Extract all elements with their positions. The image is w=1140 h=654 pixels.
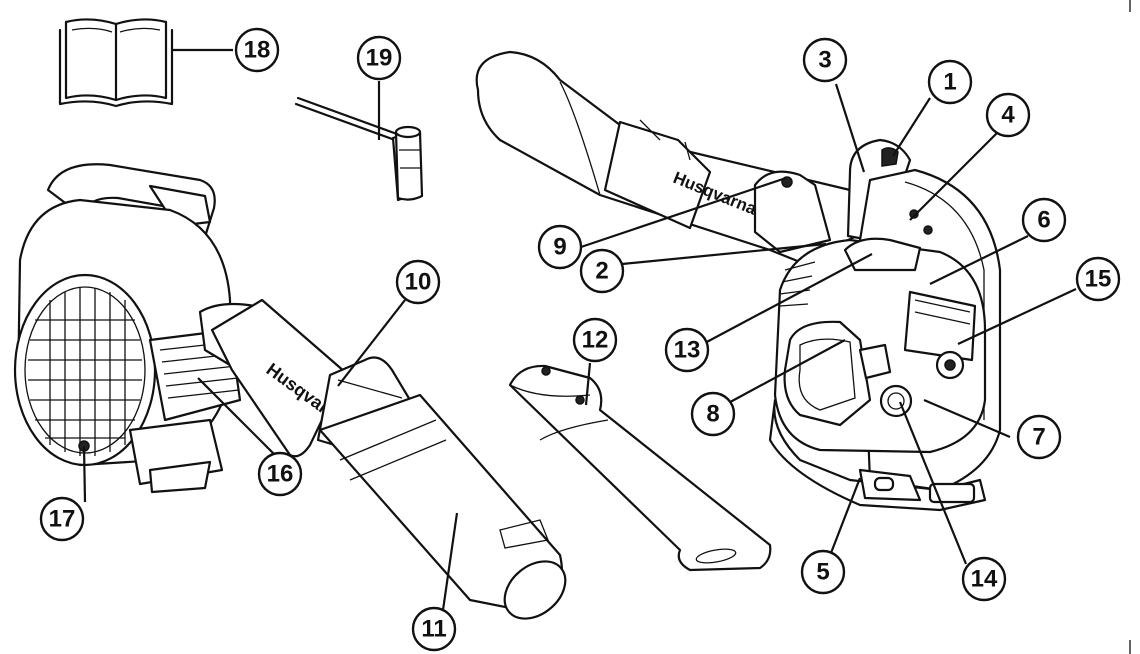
callout-label: 2 bbox=[595, 258, 608, 285]
callout-13: 13 bbox=[664, 327, 710, 373]
callout-10: 10 bbox=[395, 259, 441, 305]
callout-6: 6 bbox=[1021, 197, 1067, 243]
callout-label: 4 bbox=[1001, 102, 1015, 129]
callout-label: 15 bbox=[1085, 266, 1112, 293]
callout-label: 10 bbox=[405, 269, 432, 296]
operator-manual-icon bbox=[58, 18, 174, 108]
callout-label: 7 bbox=[1032, 424, 1045, 451]
callout-2: 2 bbox=[579, 248, 625, 294]
callout-label: 6 bbox=[1037, 207, 1050, 234]
callout-label: 18 bbox=[244, 37, 271, 64]
callout-label: 8 bbox=[706, 401, 719, 428]
leader-lines bbox=[82, 48, 1077, 611]
callout-17: 17 bbox=[39, 496, 85, 542]
callout-16: 16 bbox=[257, 451, 303, 497]
blower-nozzle-round bbox=[318, 393, 567, 620]
callout-7: 7 bbox=[1016, 414, 1062, 460]
callout-11: 11 bbox=[411, 606, 457, 652]
callout-label: 12 bbox=[582, 327, 609, 354]
callout-label: 11 bbox=[421, 616, 446, 643]
blower-right-view: Husqvarna bbox=[475, 50, 1002, 512]
callout-12: 12 bbox=[572, 317, 618, 363]
callout-label: 5 bbox=[816, 559, 829, 586]
callout-label: 3 bbox=[818, 47, 831, 74]
callout-9: 9 bbox=[537, 224, 583, 270]
air-intake-grille bbox=[28, 288, 142, 456]
callout-1: 1 bbox=[927, 59, 973, 105]
callout-3: 3 bbox=[802, 37, 848, 83]
callout-15: 15 bbox=[1075, 256, 1121, 302]
callout-label: 14 bbox=[971, 566, 998, 593]
callout-label: 13 bbox=[674, 337, 701, 364]
callout-14: 14 bbox=[961, 556, 1007, 602]
spark-plug-wrench bbox=[294, 96, 424, 202]
callout-label: 19 bbox=[366, 45, 393, 72]
callout-label: 9 bbox=[553, 234, 566, 261]
callout-label: 16 bbox=[267, 461, 294, 488]
callout-4: 4 bbox=[985, 92, 1031, 138]
callout-18: 18 bbox=[234, 27, 280, 73]
blower-nozzle-flat bbox=[508, 364, 772, 572]
callout-19: 19 bbox=[356, 35, 402, 81]
callout-5: 5 bbox=[800, 549, 846, 595]
callout-label: 1 bbox=[943, 69, 956, 96]
callout-8: 8 bbox=[690, 391, 736, 437]
callout-label: 17 bbox=[49, 506, 76, 533]
